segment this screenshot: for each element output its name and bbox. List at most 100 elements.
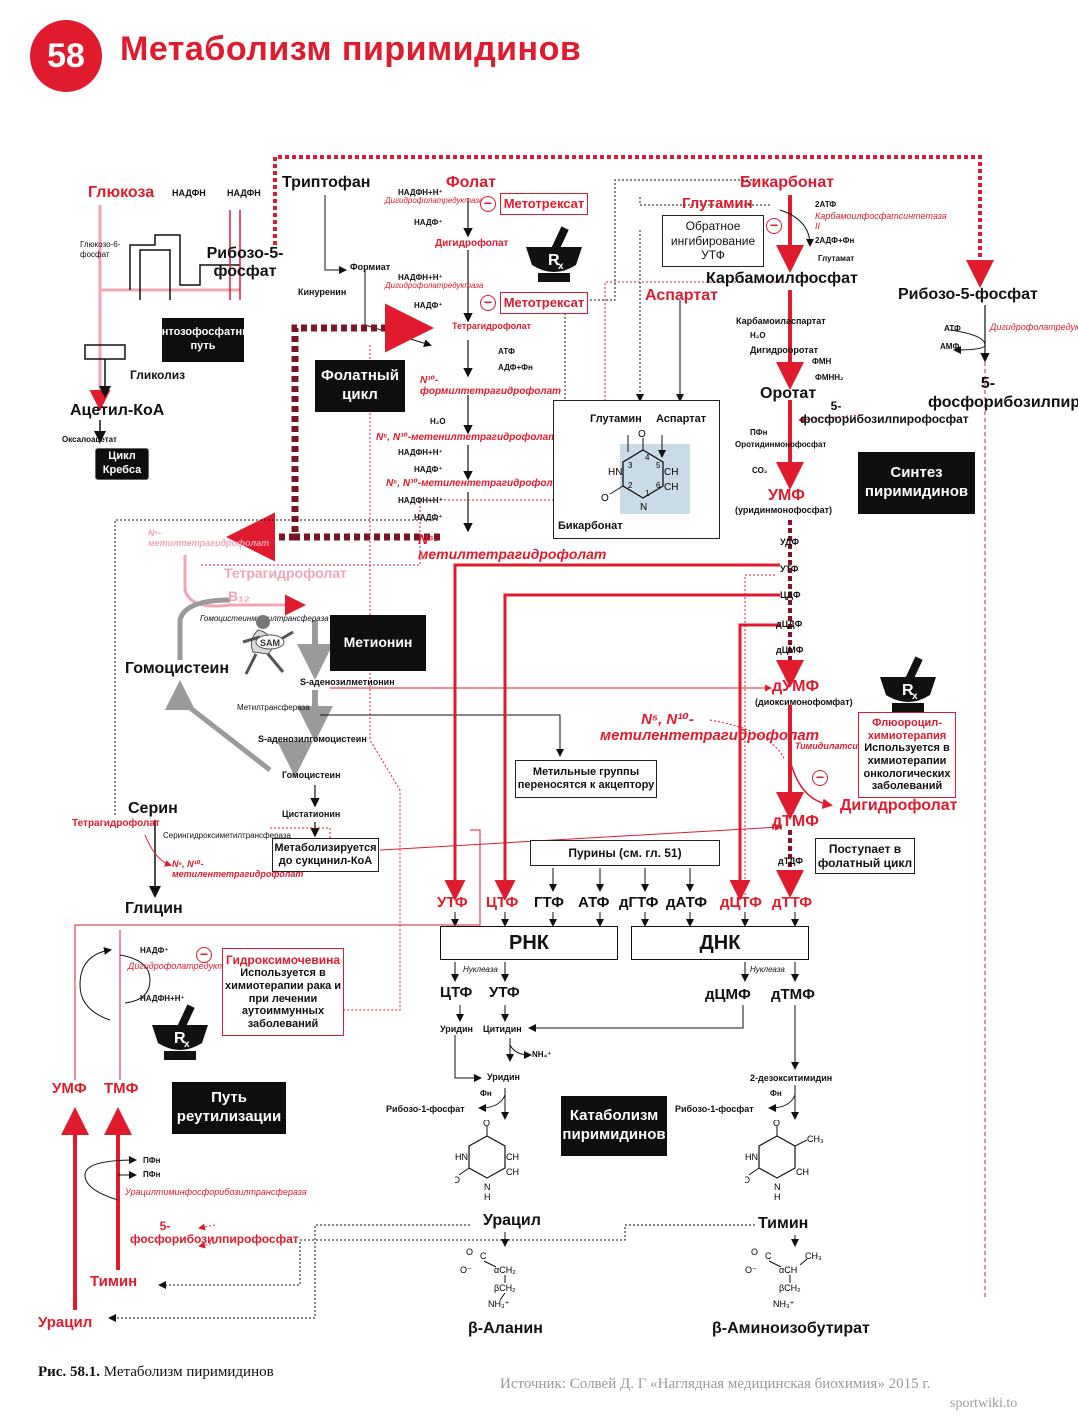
uridine-label-2: Уридин <box>487 1072 520 1082</box>
hydroxyurea-text: Используется в химиотерапии рака и при л… <box>224 967 342 1030</box>
svg-text:βCH₂: βCH₂ <box>494 1283 516 1293</box>
nucleotide-dttp: дТТФ <box>772 894 813 911</box>
ribose1p-label-2: Рибозо-1-фосфат <box>675 1104 754 1114</box>
nadp-1: НАДФ⁺ <box>414 218 443 227</box>
svg-text:NH₃⁺: NH₃⁺ <box>488 1299 510 1309</box>
cat-utp: УТФ <box>489 984 520 1001</box>
svg-text:βCH₂: βCH₂ <box>779 1283 801 1293</box>
dump-label: дУМФ <box>772 678 820 695</box>
deoxythymidine-label: 2-дезокситимидин <box>750 1073 833 1083</box>
udp-label: УДФ <box>780 537 800 547</box>
dump-full-label: (диоксимонофомфат) <box>755 697 853 707</box>
methyltransferase-label: Метилтрансфераза <box>237 703 310 712</box>
svg-text:H: H <box>774 1192 781 1202</box>
nucleotide-utp: УТФ <box>437 894 468 911</box>
svg-text:O: O <box>466 1247 473 1257</box>
svg-text:HN: HN <box>745 1152 758 1162</box>
svg-text:R: R <box>548 252 560 269</box>
inhibition-icon-utp: − <box>766 218 782 234</box>
caption-number: Рис. 58.1. <box>38 1364 100 1380</box>
n10-formyl-thf: N¹⁰-формилтетрагидрофолат <box>420 375 562 397</box>
thymine-label: Тимин <box>758 1215 809 1232</box>
svg-text:HN: HN <box>608 467 622 478</box>
ring-glutamine-label: Глутамин <box>590 413 642 425</box>
inhibition-icon-1: − <box>480 196 496 212</box>
glycolysis-label: Гликолиз <box>130 368 186 382</box>
svg-text:αCH₂: αCH₂ <box>494 1265 516 1275</box>
krebs-cycle-box: Цикл Кребса <box>95 448 149 480</box>
ump-label: УМФ <box>768 487 805 504</box>
n5-methyl-thf: N⁵-метилтетрагидрофолат <box>418 531 607 563</box>
svg-text:O: O <box>455 1175 460 1185</box>
uracil-structure: O HN CH CH O N H <box>455 1120 519 1202</box>
rna-box: РНК <box>440 926 618 960</box>
svg-text:H: H <box>484 1192 491 1202</box>
nucleotide-dctp: дЦТФ <box>720 894 762 911</box>
svg-text:1: 1 <box>645 489 650 498</box>
rx-mortar-icon-3: R x <box>152 1004 208 1060</box>
dhfr-salvage: Дигидрофолатредуктаза <box>128 961 239 971</box>
nadph-h-4: НАДФН+Н⁺ <box>398 496 443 505</box>
feedback-inhibition-box: Обратное ингибирование УТФ <box>662 215 764 267</box>
beta-alanine-structure: O C O⁻ αCH₂ βCH₂ NH₃⁺ <box>460 1247 516 1309</box>
svg-text:HN: HN <box>455 1152 468 1162</box>
ppi-label-synth: ПФн <box>750 428 768 437</box>
n5-mthf-pale: N⁵-метилтетрагидрофолат <box>148 528 270 549</box>
inhibition-icon-ts: − <box>812 770 828 786</box>
kynurenine-label: Кинуренин <box>298 287 347 297</box>
dna-box: ДНК <box>631 926 809 960</box>
omp-label: Оротидинмонофосфат <box>735 440 827 449</box>
cystathionine-label: Цистатионин <box>282 809 341 819</box>
sam-runner-icon: SAM <box>242 615 294 675</box>
svg-text:x: x <box>184 1039 190 1050</box>
ump-full-label: (уридинмонофосфат) <box>735 505 832 515</box>
nuclease-label-1: Нуклеаза <box>463 965 498 974</box>
svg-text:O⁻: O⁻ <box>745 1265 757 1275</box>
svg-text:C: C <box>480 1251 487 1261</box>
ribose5p-label-left: Рибозо-5-фосфат <box>206 245 284 281</box>
rx-mortar-icon-1: R x <box>526 226 582 282</box>
nucleotide-datp: дАТФ <box>666 894 708 911</box>
rx-mortar-icon-2: R x <box>880 656 936 712</box>
nadp-4: НАДФ⁺ <box>414 513 443 522</box>
carbamoylaspartate-label: Карбамоиласпартат <box>736 316 826 326</box>
dtdp-label: дТДФ <box>778 856 803 866</box>
nucleotide-atp: АТФ <box>578 894 610 911</box>
sah-label: S-аденозилгомоцистеин <box>258 734 367 744</box>
prpp-salvage: 5-фосфорибозилпирофосфат <box>130 1219 299 1247</box>
ppi-salvage-1: ПФн <box>143 1156 161 1165</box>
svg-text:O: O <box>773 1120 780 1128</box>
dtmp-label-synth: дТМФ <box>772 813 819 830</box>
nadph-h-1: НАДФН+Н⁺ <box>398 188 443 197</box>
folate-cycle-box: Фолатный цикл <box>315 360 405 412</box>
atp-label-right: АТФ <box>944 324 961 333</box>
fmn-label: ФМН <box>812 357 832 366</box>
fluorouracil-box: Флюороцил-химиотерапия Используется в хи… <box>858 712 956 798</box>
aspartate-label: Аспартат <box>645 287 718 304</box>
atp2-label: 2АТФ <box>815 200 837 209</box>
methenyl-thf: N⁵, N¹⁰-метенилтетрагидрофолат <box>376 432 558 443</box>
nucleotide-ctp: ЦТФ <box>486 894 519 911</box>
svg-text:x: x <box>558 261 564 272</box>
dihydroorotate-label: Дигидрооротат <box>750 345 819 355</box>
svg-text:O: O <box>751 1247 758 1257</box>
formiate-label: Формиат <box>350 262 391 272</box>
utp-label-synth: УТФ <box>780 564 799 574</box>
svg-text:CH: CH <box>664 482 678 493</box>
cat-ctp: ЦТФ <box>440 984 473 1001</box>
g6p-label: Глюкозо-6-фосфат <box>80 240 121 259</box>
svg-text:NH₃⁺: NH₃⁺ <box>773 1299 795 1309</box>
prpp-synthetase-label: Дигидрофолатредуктаза <box>990 322 1078 332</box>
pi-label-1: Фн <box>480 1089 492 1098</box>
dihydrofolate-synth: Дигидрофолат <box>840 797 958 814</box>
figure-caption: Рис. 58.1. Метаболизм пиримидинов <box>38 1364 274 1381</box>
inhibition-icon-hydroxyurea: − <box>196 947 212 963</box>
svg-text:R: R <box>174 1030 186 1047</box>
beta-aminoisobutyrate-structure: O C O⁻ αCH CH₃ βCH₂ NH₃⁺ <box>745 1247 822 1309</box>
glycine-label: Глицин <box>125 900 183 917</box>
svg-text:N: N <box>774 1182 781 1192</box>
thf-label: Тетрагидрофолат <box>452 321 531 331</box>
uracil-label: Урацил <box>483 1212 541 1229</box>
cps2-label: Карбамоилфосфатсинтетаза II <box>815 211 947 231</box>
